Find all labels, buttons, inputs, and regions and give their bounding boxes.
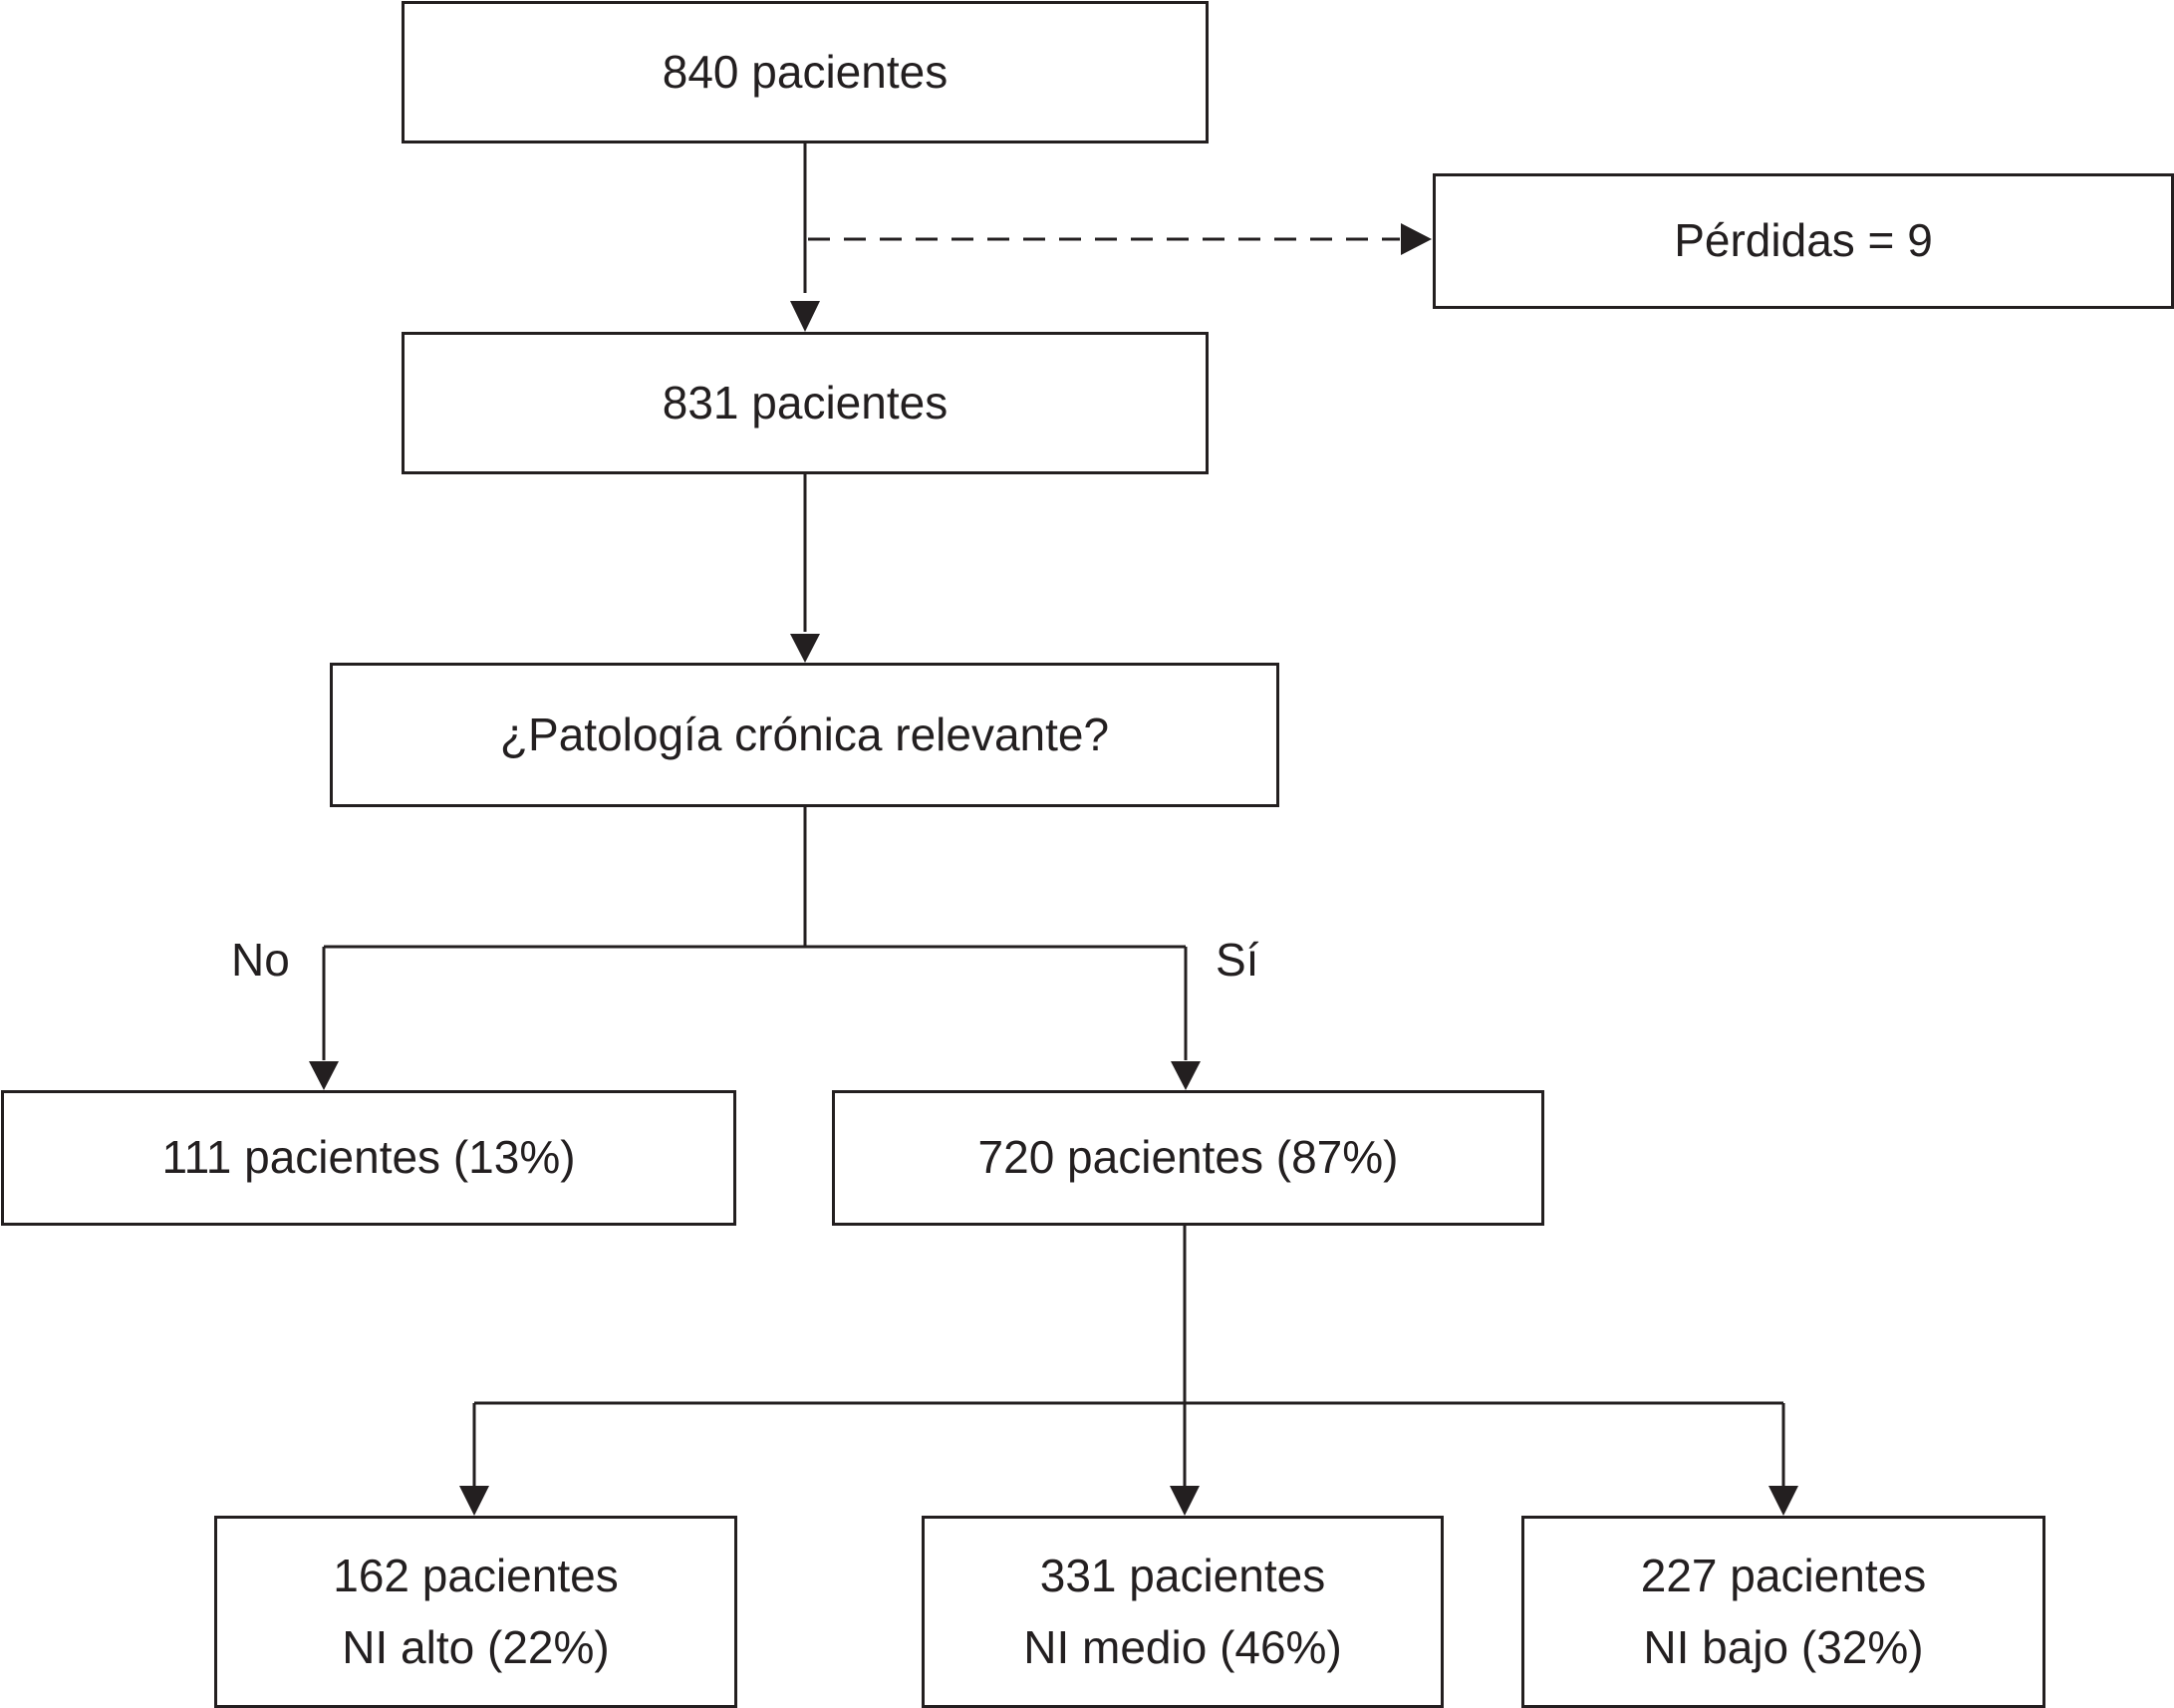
arrowhead-840-to-831 xyxy=(790,301,820,332)
node-720-label: 720 pacientes (87%) xyxy=(977,1131,1399,1184)
ni-high-level: NI alto (22%) xyxy=(342,1620,610,1673)
edge-label-yes: Sí xyxy=(1216,934,1259,986)
ni-high-count: 162 pacientes xyxy=(333,1550,619,1602)
arrowhead-to-ni-mid xyxy=(1170,1486,1200,1516)
node-losses-label: Pérdidas = 9 xyxy=(1674,214,1933,267)
ni-low-count: 227 pacientes xyxy=(1640,1550,1927,1602)
node-831-label: 831 pacientes xyxy=(662,376,949,428)
arrowhead-to-yes xyxy=(1171,1061,1201,1090)
ni-mid-level: NI medio (46%) xyxy=(1023,1620,1342,1673)
node-ni-low: 227 pacientes NI bajo (32%) xyxy=(1521,1516,2045,1708)
arrowhead-to-no xyxy=(309,1061,339,1090)
ni-mid-count: 331 pacientes xyxy=(1039,1550,1326,1602)
node-840-label: 840 pacientes xyxy=(662,45,949,98)
arrowhead-to-ni-low xyxy=(1768,1486,1798,1516)
node-ni-mid: 331 pacientes NI medio (46%) xyxy=(922,1516,1444,1708)
edge-label-no: No xyxy=(231,934,290,986)
node-111-label: 111 pacientes (13%) xyxy=(161,1131,576,1184)
question-label: ¿Patología crónica relevante? xyxy=(499,708,1110,760)
arrowhead-831-to-question xyxy=(790,634,820,663)
node-720-patients: 720 pacientes (87%) xyxy=(832,1090,1544,1226)
ni-low-level: NI bajo (32%) xyxy=(1643,1620,1924,1673)
node-111-patients: 111 pacientes (13%) xyxy=(1,1090,736,1226)
arrowhead-to-losses xyxy=(1401,223,1432,255)
node-840-patients: 840 pacientes xyxy=(402,1,1209,143)
arrowhead-to-ni-high xyxy=(459,1486,489,1516)
node-831-patients: 831 pacientes xyxy=(402,332,1209,474)
node-chronic-pathology-question: ¿Patología crónica relevante? xyxy=(330,663,1279,807)
node-ni-high: 162 pacientes NI alto (22%) xyxy=(214,1516,737,1708)
node-losses: Pérdidas = 9 xyxy=(1433,173,2174,309)
